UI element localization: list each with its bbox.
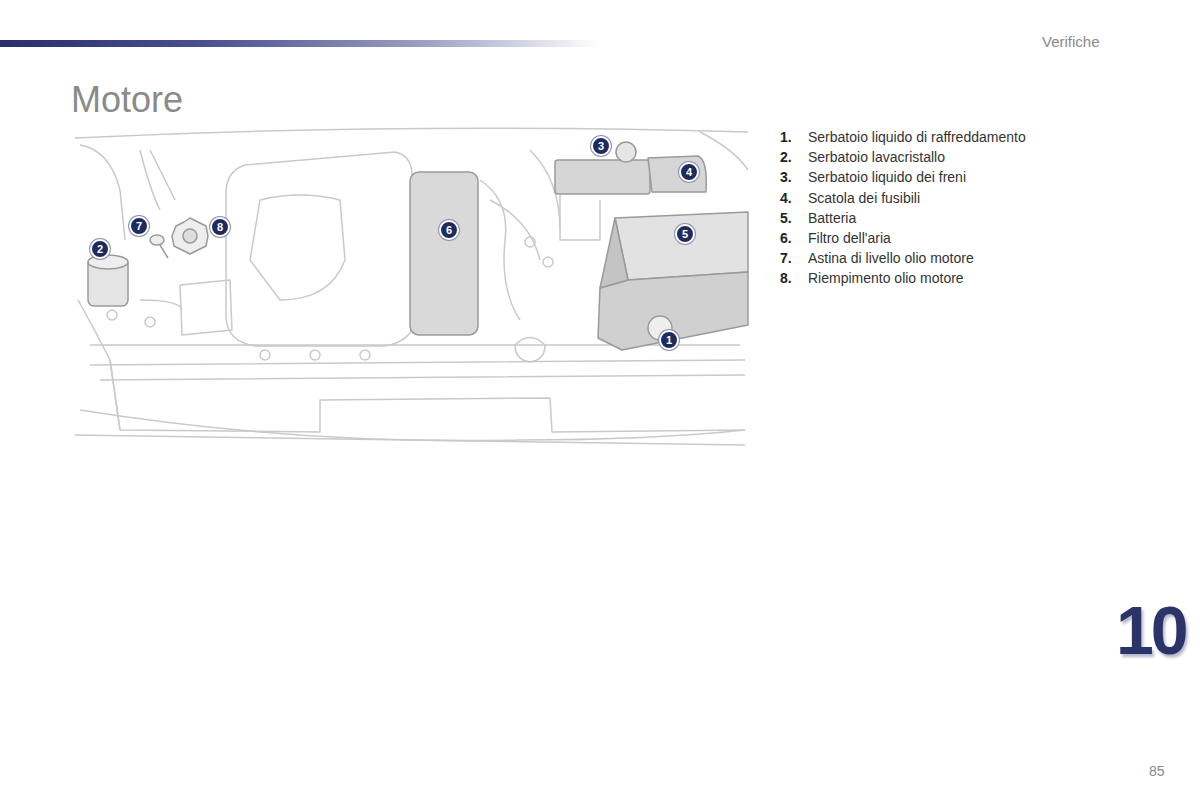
crossmember xyxy=(90,345,745,380)
hood-edge xyxy=(75,128,748,138)
bolt xyxy=(543,257,553,267)
dipstick-shaft xyxy=(160,245,168,258)
callout-number: 6 xyxy=(439,220,459,240)
section-header: Verifiche xyxy=(1042,32,1100,52)
list-number: 8. xyxy=(780,268,792,288)
chapter-number: 10 xyxy=(1116,592,1186,668)
intake-pipe xyxy=(140,300,182,310)
bolt xyxy=(310,350,320,360)
oil-filler-center xyxy=(183,229,197,243)
callout-number: 1 xyxy=(659,330,679,350)
part-name: Astina di livello olio motore xyxy=(808,248,974,268)
header-bar xyxy=(0,40,600,47)
bolt xyxy=(107,310,117,320)
callout-number: 3 xyxy=(591,136,611,156)
list-number: 3. xyxy=(780,167,792,187)
callout-number: 8 xyxy=(210,217,230,237)
right-hoses xyxy=(480,150,560,320)
part-name: Riempimento olio motore xyxy=(808,268,964,288)
hood-edge xyxy=(700,132,748,170)
page-number: 85 xyxy=(1149,761,1165,781)
callout-number: 5 xyxy=(675,224,695,244)
bolt xyxy=(260,350,270,360)
brake-reservoir xyxy=(555,160,650,194)
bolt xyxy=(525,237,535,247)
list-number: 7. xyxy=(780,248,792,268)
page-title: Motore xyxy=(71,78,183,122)
battery-top xyxy=(615,212,748,280)
engine-cover xyxy=(226,152,415,346)
battery-side xyxy=(600,218,628,288)
callout-number: 2 xyxy=(90,239,110,259)
part-name: Serbatoio liquido di raffreddamento xyxy=(808,127,1026,147)
brake-bracket xyxy=(560,195,600,240)
front-panel xyxy=(110,360,745,432)
fuse-box xyxy=(648,156,706,192)
part-name: Filtro dell'aria xyxy=(808,228,891,248)
list-number: 6. xyxy=(780,228,792,248)
battery-front xyxy=(598,272,748,350)
brake-reservoir-cap xyxy=(616,142,636,162)
bumper-edge xyxy=(75,435,745,445)
callout-text: 2 xyxy=(97,244,103,255)
bolt xyxy=(360,350,370,360)
part-name: Serbatoio liquido dei freni xyxy=(808,167,966,187)
callout-text: 8 xyxy=(217,222,223,233)
list-number: 1. xyxy=(780,127,792,147)
bolt xyxy=(145,317,155,327)
coolant-hose xyxy=(515,338,545,363)
engine-cover-detail xyxy=(250,195,345,300)
list-number: 5. xyxy=(780,208,792,228)
callout-text: 5 xyxy=(682,229,688,240)
part-name: Scatola dei fusibili xyxy=(808,188,920,208)
callout-number: 4 xyxy=(679,162,699,182)
callout-text: 3 xyxy=(598,141,604,152)
oil-filler-cap xyxy=(172,218,208,254)
intake-pipe xyxy=(180,280,232,335)
callout-text: 1 xyxy=(666,335,672,346)
callout-text: 7 xyxy=(136,221,142,232)
callout-text: 6 xyxy=(446,225,452,236)
list-number: 4. xyxy=(780,188,792,208)
part-name: Batteria xyxy=(808,208,856,228)
list-number: 2. xyxy=(780,147,792,167)
dipstick-ring xyxy=(150,235,164,245)
part-name: Serbatoio lavacristallo xyxy=(808,147,945,167)
hose xyxy=(140,150,175,210)
callout-text: 4 xyxy=(686,167,692,178)
air-filter xyxy=(410,172,478,335)
callout-number: 7 xyxy=(129,216,149,236)
